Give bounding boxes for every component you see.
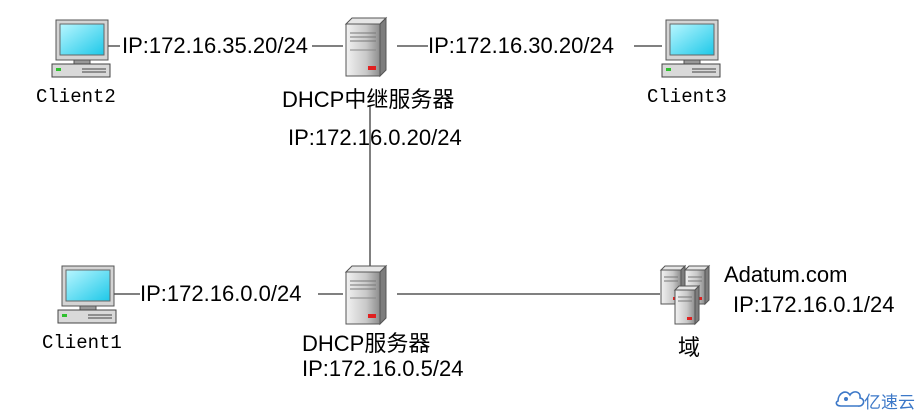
client1-label: Client1 — [42, 332, 122, 354]
watermark-text: 亿速云 — [864, 393, 915, 413]
client2-label: Client2 — [36, 86, 116, 108]
client3-computer-icon — [661, 19, 721, 78]
watermark-logo-icon — [835, 391, 865, 407]
client1-dhcp-ip-label: IP:172.16.0.0/24 — [140, 281, 302, 306]
client2-relay-ip-label: IP:172.16.35.20/24 — [122, 33, 308, 58]
dhcp-server-icon — [345, 265, 387, 325]
client2-computer-icon — [51, 19, 111, 78]
client3-label: Client3 — [647, 86, 727, 108]
connections — [108, 45, 662, 295]
relay-client3-ip-label: IP:172.16.30.20/24 — [428, 33, 614, 58]
domain-ip-label: IP:172.16.0.1/24 — [733, 292, 895, 317]
domain-name-label: Adatum.com — [724, 262, 848, 287]
relay-ip-label: IP:172.16.0.20/24 — [288, 125, 462, 150]
relay-server-label: DHCP中继服务器 — [282, 87, 455, 112]
dhcp-ip-label: IP:172.16.0.5/24 — [302, 356, 464, 381]
dhcp-server-label: DHCP服务器 — [302, 331, 431, 356]
client1-computer-icon — [57, 265, 117, 324]
domain-servers-icon — [660, 265, 710, 325]
relay-server-icon — [345, 17, 387, 77]
domain-label: 域 — [678, 335, 701, 360]
